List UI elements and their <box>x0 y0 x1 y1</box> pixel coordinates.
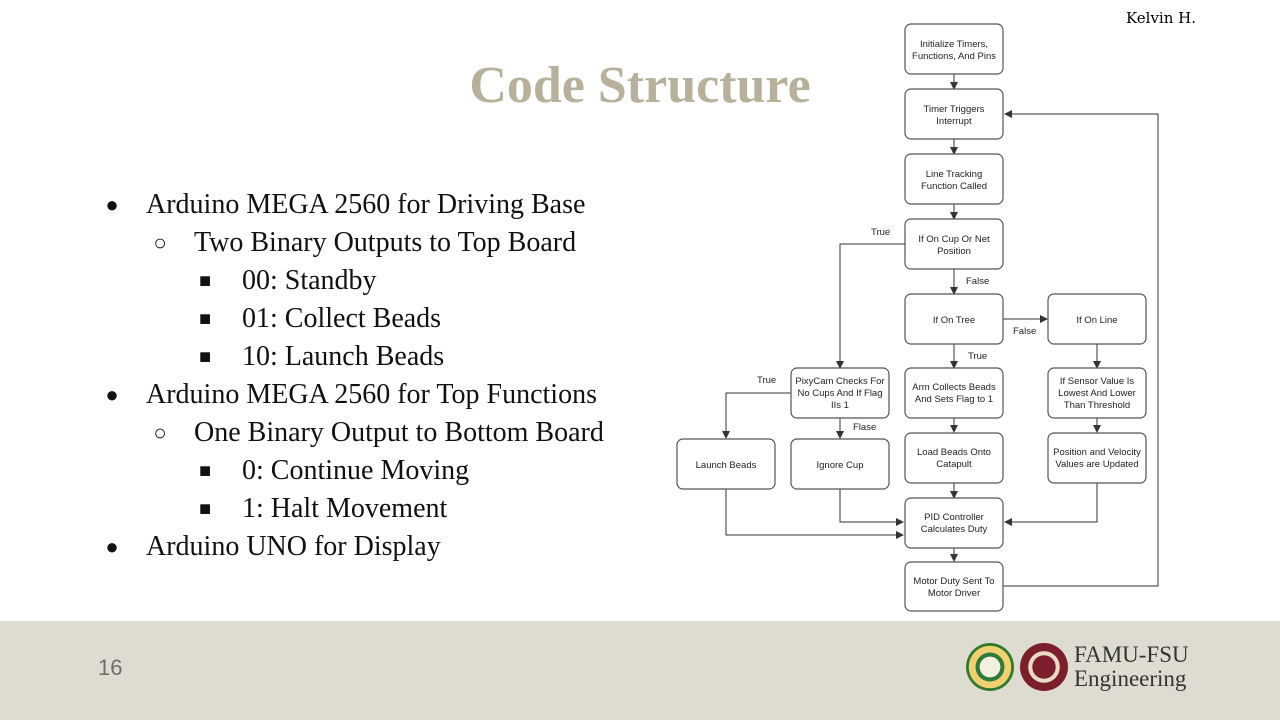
node-label: Function Called <box>921 181 987 192</box>
node-label: IIs 1 <box>831 400 849 411</box>
page-number: 16 <box>98 655 123 680</box>
edge-label-pixy-true: True <box>757 375 776 386</box>
node-sensor-threshold: If Sensor Value Is Lowest And Lower Than… <box>1047 367 1147 419</box>
node-label: Initialize Timers, <box>920 39 988 50</box>
node-label: PixyCam Checks For <box>795 376 884 387</box>
node-launch-beads: Launch Beads <box>676 438 776 490</box>
node-label: And Sets Flag to 1 <box>915 394 993 405</box>
node-label: Motor Driver <box>928 588 980 599</box>
node-label: No Cups And If Flag <box>797 388 882 399</box>
node-label: Load Beads Onto <box>917 447 991 458</box>
bullet-marker: ■ <box>198 498 212 520</box>
node-label: Values are Updated <box>1055 459 1138 470</box>
node-initialize: Initialize Timers, Functions, And Pins <box>904 23 1004 75</box>
bullet-marker: ● <box>105 382 119 407</box>
node-on-cup-or-net: If On Cup Or Net Position <box>904 218 1004 270</box>
edge-label-pixy-false: Flase <box>853 422 876 433</box>
node-label: Than Threshold <box>1064 400 1130 411</box>
node-label: Ignore Cup <box>816 460 863 471</box>
bullet-text: Arduino MEGA 2560 for Driving Base <box>146 189 586 220</box>
node-label: If Sensor Value Is <box>1060 376 1135 387</box>
node-pixycam-check: PixyCam Checks For No Cups And If Flag I… <box>790 367 890 419</box>
bullet-marker: ■ <box>198 346 212 368</box>
slide-title: Code Structure <box>469 57 811 114</box>
bullet-text: Arduino UNO for Display <box>146 531 441 562</box>
node-label: Position and Velocity <box>1053 447 1141 458</box>
node-label: Launch Beads <box>696 460 757 471</box>
node-timer-interrupt: Timer Triggers Interrupt <box>904 88 1004 140</box>
node-position-velocity: Position and Velocity Values are Updated <box>1047 432 1147 484</box>
edge-label-cup-false: False <box>966 276 989 287</box>
bullet-marker: ■ <box>198 460 212 482</box>
node-label: PID Controller <box>924 512 984 523</box>
node-label: If On Tree <box>933 315 975 326</box>
flowchart-edges <box>722 74 1159 587</box>
footer-bar: 16 FAMU-FSU Engineering <box>0 621 1280 720</box>
logo-line-2: Engineering <box>1074 666 1187 691</box>
node-label: Timer Triggers <box>924 104 985 115</box>
edge-arrow <box>722 392 791 439</box>
bullet-marker: ○ <box>153 230 167 255</box>
famu-fsu-logo: FAMU-FSU Engineering <box>966 641 1206 697</box>
node-arm-collects: Arm Collects Beads And Sets Flag to 1 <box>904 367 1004 419</box>
node-label: Motor Duty Sent To <box>913 576 994 587</box>
node-label: Position <box>937 246 971 257</box>
bullet-marker: ● <box>105 192 119 217</box>
bullet-marker: ■ <box>198 308 212 330</box>
author-name: Kelvin H. <box>1125 9 1196 27</box>
bullet-marker: ● <box>105 534 119 559</box>
bullet-marker: ■ <box>198 270 212 292</box>
node-label: If On Cup Or Net <box>918 234 990 245</box>
bullet-text: One Binary Output to Bottom Board <box>194 417 604 448</box>
edge-arrow <box>1003 110 1159 587</box>
bullet-marker: ○ <box>153 420 167 445</box>
bullet-text: 01: Collect Beads <box>242 303 442 334</box>
node-pid-controller: PID Controller Calculates Duty <box>904 497 1004 549</box>
node-label: Calculates Duty <box>921 524 988 535</box>
node-load-beads: Load Beads Onto Catapult <box>904 432 1004 484</box>
node-on-tree: If On Tree <box>904 293 1004 345</box>
bullet-text: 1: Halt Movement <box>242 493 448 524</box>
node-on-line: If On Line <box>1047 293 1147 345</box>
bullet-text: 0: Continue Moving <box>242 455 470 486</box>
fsu-seal-icon <box>1020 643 1068 691</box>
bullet-text: Arduino MEGA 2560 for Top Functions <box>146 379 597 410</box>
node-ignore-cup: Ignore Cup <box>790 438 890 490</box>
edge-arrow <box>1004 483 1098 526</box>
bullet-text: Two Binary Outputs to Top Board <box>194 227 577 258</box>
edge-label-tree-false: False <box>1013 326 1036 337</box>
flowchart: True False False True True Flase Initial… <box>676 23 1159 612</box>
node-motor-duty: Motor Duty Sent To Motor Driver <box>904 561 1004 612</box>
node-line-tracking: Line Tracking Function Called <box>904 153 1004 205</box>
node-label: Arm Collects Beads <box>912 382 996 393</box>
edge-label-cup-true: True <box>871 227 890 238</box>
bullet-text: 00: Standby <box>242 265 377 296</box>
logo-text: FAMU-FSU Engineering <box>1074 643 1189 691</box>
logo-line-1: FAMU-FSU <box>1074 642 1189 667</box>
famu-seal-icon <box>966 643 1014 691</box>
bullet-text: 10: Launch Beads <box>242 341 445 372</box>
edge-arrow <box>836 243 905 369</box>
edge-label-tree-true: True <box>968 351 987 362</box>
node-label: Catapult <box>936 459 972 470</box>
node-label: Functions, And Pins <box>912 51 996 62</box>
edge-arrow <box>839 489 904 526</box>
edge-arrow <box>725 489 904 539</box>
node-label: If On Line <box>1076 315 1117 326</box>
node-label: Line Tracking <box>926 169 983 180</box>
flowchart-edge-labels: True False False True True Flase <box>757 227 1036 433</box>
node-label: Interrupt <box>936 116 972 127</box>
node-label: Lowest And Lower <box>1058 388 1136 399</box>
